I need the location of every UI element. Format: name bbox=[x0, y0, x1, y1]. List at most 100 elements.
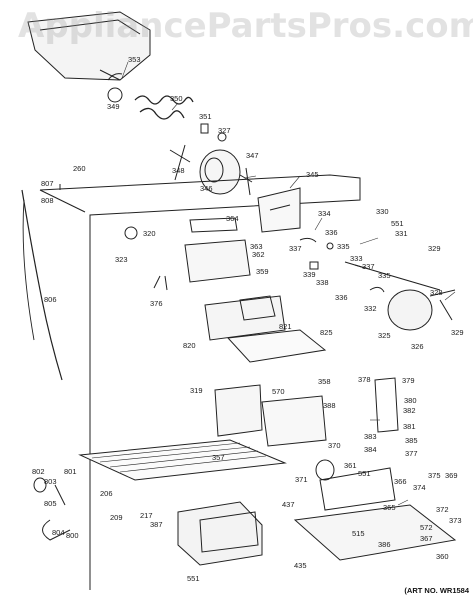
part-label-331: 331 bbox=[395, 229, 408, 238]
part-label-351: 351 bbox=[199, 112, 212, 121]
part-label-808: 808 bbox=[41, 196, 54, 205]
part-label-825: 825 bbox=[320, 328, 333, 337]
part-label-570: 570 bbox=[272, 387, 285, 396]
part-label-385: 385 bbox=[405, 436, 418, 445]
part-label-803: 803 bbox=[44, 477, 57, 486]
part-label-353: 353 bbox=[128, 55, 141, 64]
part-label-346: 346 bbox=[200, 184, 213, 193]
part-label-361: 361 bbox=[344, 461, 357, 470]
part-label-336a: 336 bbox=[325, 228, 338, 237]
part-label-325: 325 bbox=[378, 331, 391, 340]
part-label-820: 820 bbox=[183, 341, 196, 350]
part-label-375: 375 bbox=[428, 471, 441, 480]
part-label-329a: 329 bbox=[428, 244, 441, 253]
part-label-377: 377 bbox=[405, 449, 418, 458]
part-label-362: 362 bbox=[252, 250, 265, 259]
part-label-347: 347 bbox=[246, 151, 259, 160]
part-label-386: 386 bbox=[378, 540, 391, 549]
part-label-364: 364 bbox=[226, 214, 239, 223]
auger-spring bbox=[134, 95, 194, 105]
part-label-437: 437 bbox=[282, 500, 295, 509]
harness-wire bbox=[21, 189, 63, 381]
part-label-320: 320 bbox=[143, 229, 156, 238]
part-label-358: 358 bbox=[318, 377, 331, 386]
wire-shelf bbox=[78, 439, 287, 481]
icemaker-unit bbox=[204, 295, 286, 341]
part-label-551c: 551 bbox=[187, 574, 200, 583]
part-label-372: 372 bbox=[436, 505, 449, 514]
part-label-323: 323 bbox=[115, 255, 128, 264]
part-label-328: 328 bbox=[430, 288, 443, 297]
part-label-371: 371 bbox=[295, 475, 308, 484]
part-label-382: 382 bbox=[403, 406, 416, 415]
part-label-387: 387 bbox=[150, 520, 163, 529]
part-label-380: 380 bbox=[404, 396, 417, 405]
part-label-334: 334 bbox=[318, 209, 331, 218]
part-label-335b: 335 bbox=[378, 271, 391, 280]
part-label-376: 376 bbox=[150, 299, 163, 308]
part-label-326: 326 bbox=[411, 342, 424, 351]
part-label-369: 369 bbox=[445, 471, 458, 480]
part-label-363: 363 bbox=[250, 242, 263, 251]
mounting-bracket bbox=[257, 187, 301, 233]
part-label-370: 370 bbox=[328, 441, 341, 450]
part-label-357: 357 bbox=[212, 453, 225, 462]
part-label-381: 381 bbox=[403, 422, 416, 431]
part-label-319: 319 bbox=[190, 386, 203, 395]
door-panel bbox=[214, 384, 263, 437]
motor-assembly bbox=[387, 289, 433, 331]
ice-bin bbox=[177, 501, 263, 566]
part-label-806: 806 bbox=[44, 295, 57, 304]
part-label-802: 802 bbox=[32, 467, 45, 476]
part-label-821: 821 bbox=[279, 322, 292, 331]
part-label-337a: 337 bbox=[289, 244, 302, 253]
part-label-435: 435 bbox=[294, 561, 307, 570]
part-label-345: 345 bbox=[306, 170, 319, 179]
part-label-327: 327 bbox=[218, 126, 231, 135]
part-label-360: 360 bbox=[436, 552, 449, 561]
drive-motor bbox=[199, 149, 241, 195]
part-label-551b: 551 bbox=[358, 469, 371, 478]
part-label-378: 378 bbox=[358, 375, 371, 384]
part-label-388: 388 bbox=[323, 401, 336, 410]
part-label-374: 374 bbox=[413, 483, 426, 492]
part-label-332: 332 bbox=[364, 304, 377, 313]
part-label-349: 349 bbox=[107, 102, 120, 111]
part-label-350: 350 bbox=[170, 94, 183, 103]
part-label-330: 330 bbox=[376, 207, 389, 216]
part-label-805: 805 bbox=[44, 499, 57, 508]
part-label-337b: 337 bbox=[362, 262, 375, 271]
ice-bucket-housing bbox=[27, 11, 151, 81]
base-assembly bbox=[293, 504, 457, 561]
bearing-349 bbox=[107, 87, 123, 103]
part-label-336b: 336 bbox=[335, 293, 348, 302]
part-label-551a: 551 bbox=[391, 219, 404, 228]
part-label-384: 384 bbox=[364, 445, 377, 454]
part-label-260: 260 bbox=[73, 164, 86, 173]
part-label-800: 800 bbox=[66, 531, 79, 540]
part-label-383: 383 bbox=[364, 432, 377, 441]
control-box bbox=[184, 239, 251, 283]
art-number: (ART NO. WR1584 bbox=[404, 586, 469, 595]
part-label-379: 379 bbox=[402, 376, 415, 385]
part-label-366: 366 bbox=[394, 477, 407, 486]
part-label-217: 217 bbox=[140, 511, 153, 520]
ice-tray bbox=[226, 329, 327, 363]
part-label-801: 801 bbox=[64, 467, 77, 476]
part-label-807: 807 bbox=[41, 179, 54, 188]
part-label-339: 339 bbox=[303, 270, 316, 279]
part-label-338: 338 bbox=[316, 278, 329, 287]
part-label-367: 367 bbox=[420, 534, 433, 543]
part-label-335a: 335 bbox=[337, 242, 350, 251]
watermark-text: AppliancePartsPros.com bbox=[18, 6, 473, 46]
part-label-365: 365 bbox=[383, 503, 396, 512]
part-label-572: 572 bbox=[420, 523, 433, 532]
part-label-359: 359 bbox=[256, 267, 269, 276]
part-label-329b: 329 bbox=[451, 328, 464, 337]
part-label-348: 348 bbox=[172, 166, 185, 175]
freezer-cabinet bbox=[39, 174, 361, 590]
part-label-333: 333 bbox=[350, 254, 363, 263]
part-label-206: 206 bbox=[100, 489, 113, 498]
part-label-515: 515 bbox=[352, 529, 365, 538]
